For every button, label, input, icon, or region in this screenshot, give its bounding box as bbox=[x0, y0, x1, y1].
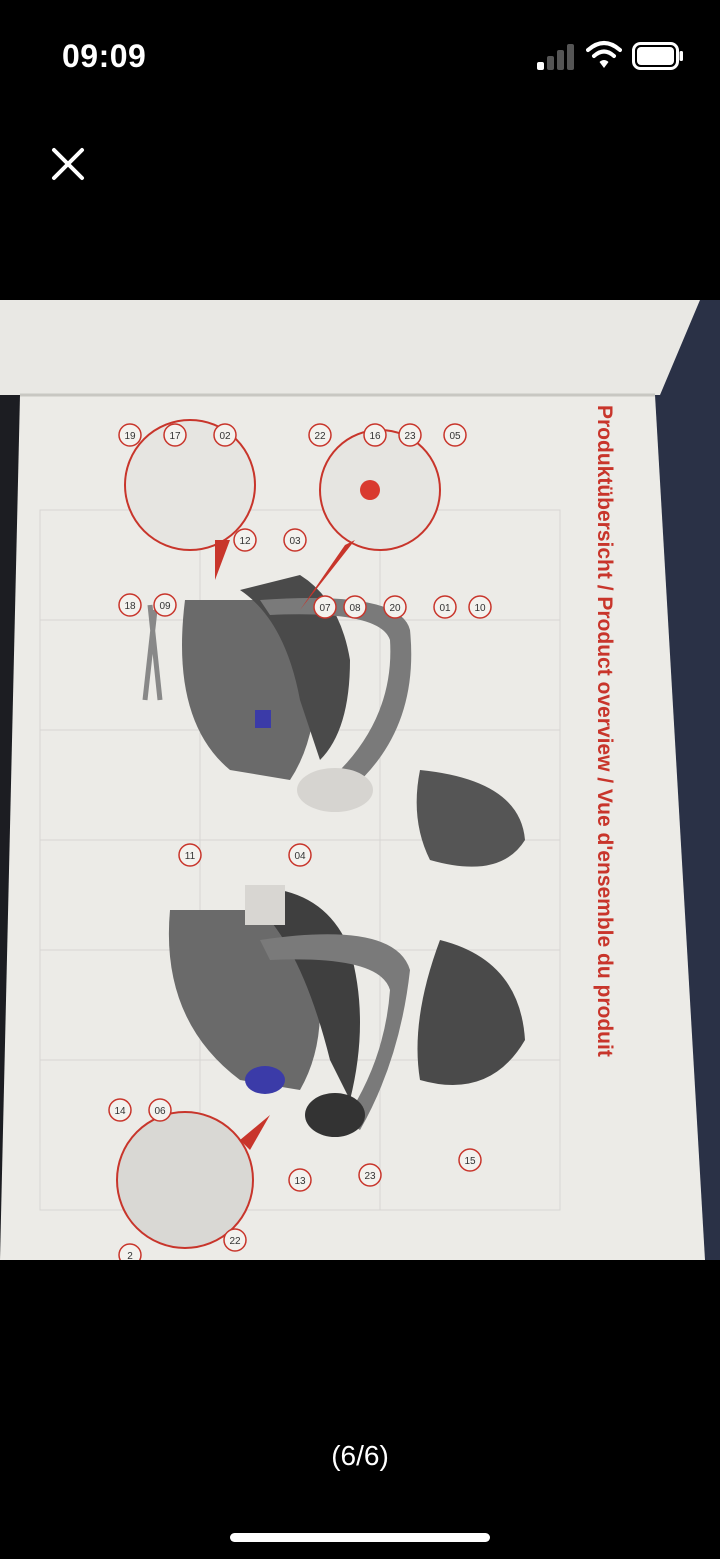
callout-label: 20 bbox=[389, 603, 401, 614]
car-seat-bottom-illustration bbox=[168, 885, 525, 1137]
booklet-page bbox=[0, 395, 705, 1260]
callout-label: 19 bbox=[124, 431, 136, 442]
callout-label: 23 bbox=[364, 1171, 376, 1182]
home-indicator[interactable] bbox=[230, 1533, 490, 1542]
callout-label: 17 bbox=[169, 431, 181, 442]
detail-circle-buckle-base bbox=[124, 419, 256, 551]
callout-label: 04 bbox=[294, 851, 306, 862]
wifi-icon bbox=[586, 40, 622, 70]
callout-label: 10 bbox=[474, 603, 486, 614]
manual-photo: Produktübersicht / Product overview / Vu… bbox=[0, 300, 720, 1260]
callout-label: 13 bbox=[294, 1176, 306, 1187]
callout-label: 01 bbox=[439, 603, 451, 614]
callout-label: 08 bbox=[349, 603, 361, 614]
callout-label: 2 bbox=[127, 1251, 133, 1260]
callout-label: 03 bbox=[289, 536, 301, 547]
booklet-flap bbox=[0, 300, 700, 395]
callout-label: 02 bbox=[219, 431, 231, 442]
callout-label: 22 bbox=[229, 1236, 241, 1247]
page-counter: (6/6) bbox=[331, 1440, 389, 1471]
status-time: 09:09 bbox=[62, 38, 147, 74]
callout-label: 09 bbox=[159, 601, 171, 612]
callout-label: 07 bbox=[319, 603, 331, 614]
photo-viewport[interactable]: Produktübersicht / Product overview / Vu… bbox=[0, 300, 720, 1260]
callout-label: 12 bbox=[239, 536, 251, 547]
callout-label: 14 bbox=[114, 1106, 126, 1117]
callout-label: 18 bbox=[124, 601, 136, 612]
detail-circle-latch bbox=[116, 1111, 254, 1249]
callout-label: 15 bbox=[464, 1156, 476, 1167]
manual-heading: Produktübersicht / Product overview / Vu… bbox=[593, 405, 616, 1057]
callout-label: 11 bbox=[185, 851, 196, 862]
battery-icon bbox=[632, 42, 684, 70]
close-icon bbox=[52, 148, 84, 180]
status-bar: 09:09 bbox=[0, 0, 720, 110]
car-seat-top-illustration bbox=[142, 575, 525, 867]
callout-label: 22 bbox=[314, 431, 326, 442]
callout-label: 23 bbox=[404, 431, 416, 442]
callout-label: 05 bbox=[449, 431, 461, 442]
close-button[interactable] bbox=[44, 140, 92, 188]
callout-label: 16 bbox=[369, 431, 381, 442]
signal-icon bbox=[536, 44, 576, 70]
callout-label: 06 bbox=[154, 1106, 166, 1117]
